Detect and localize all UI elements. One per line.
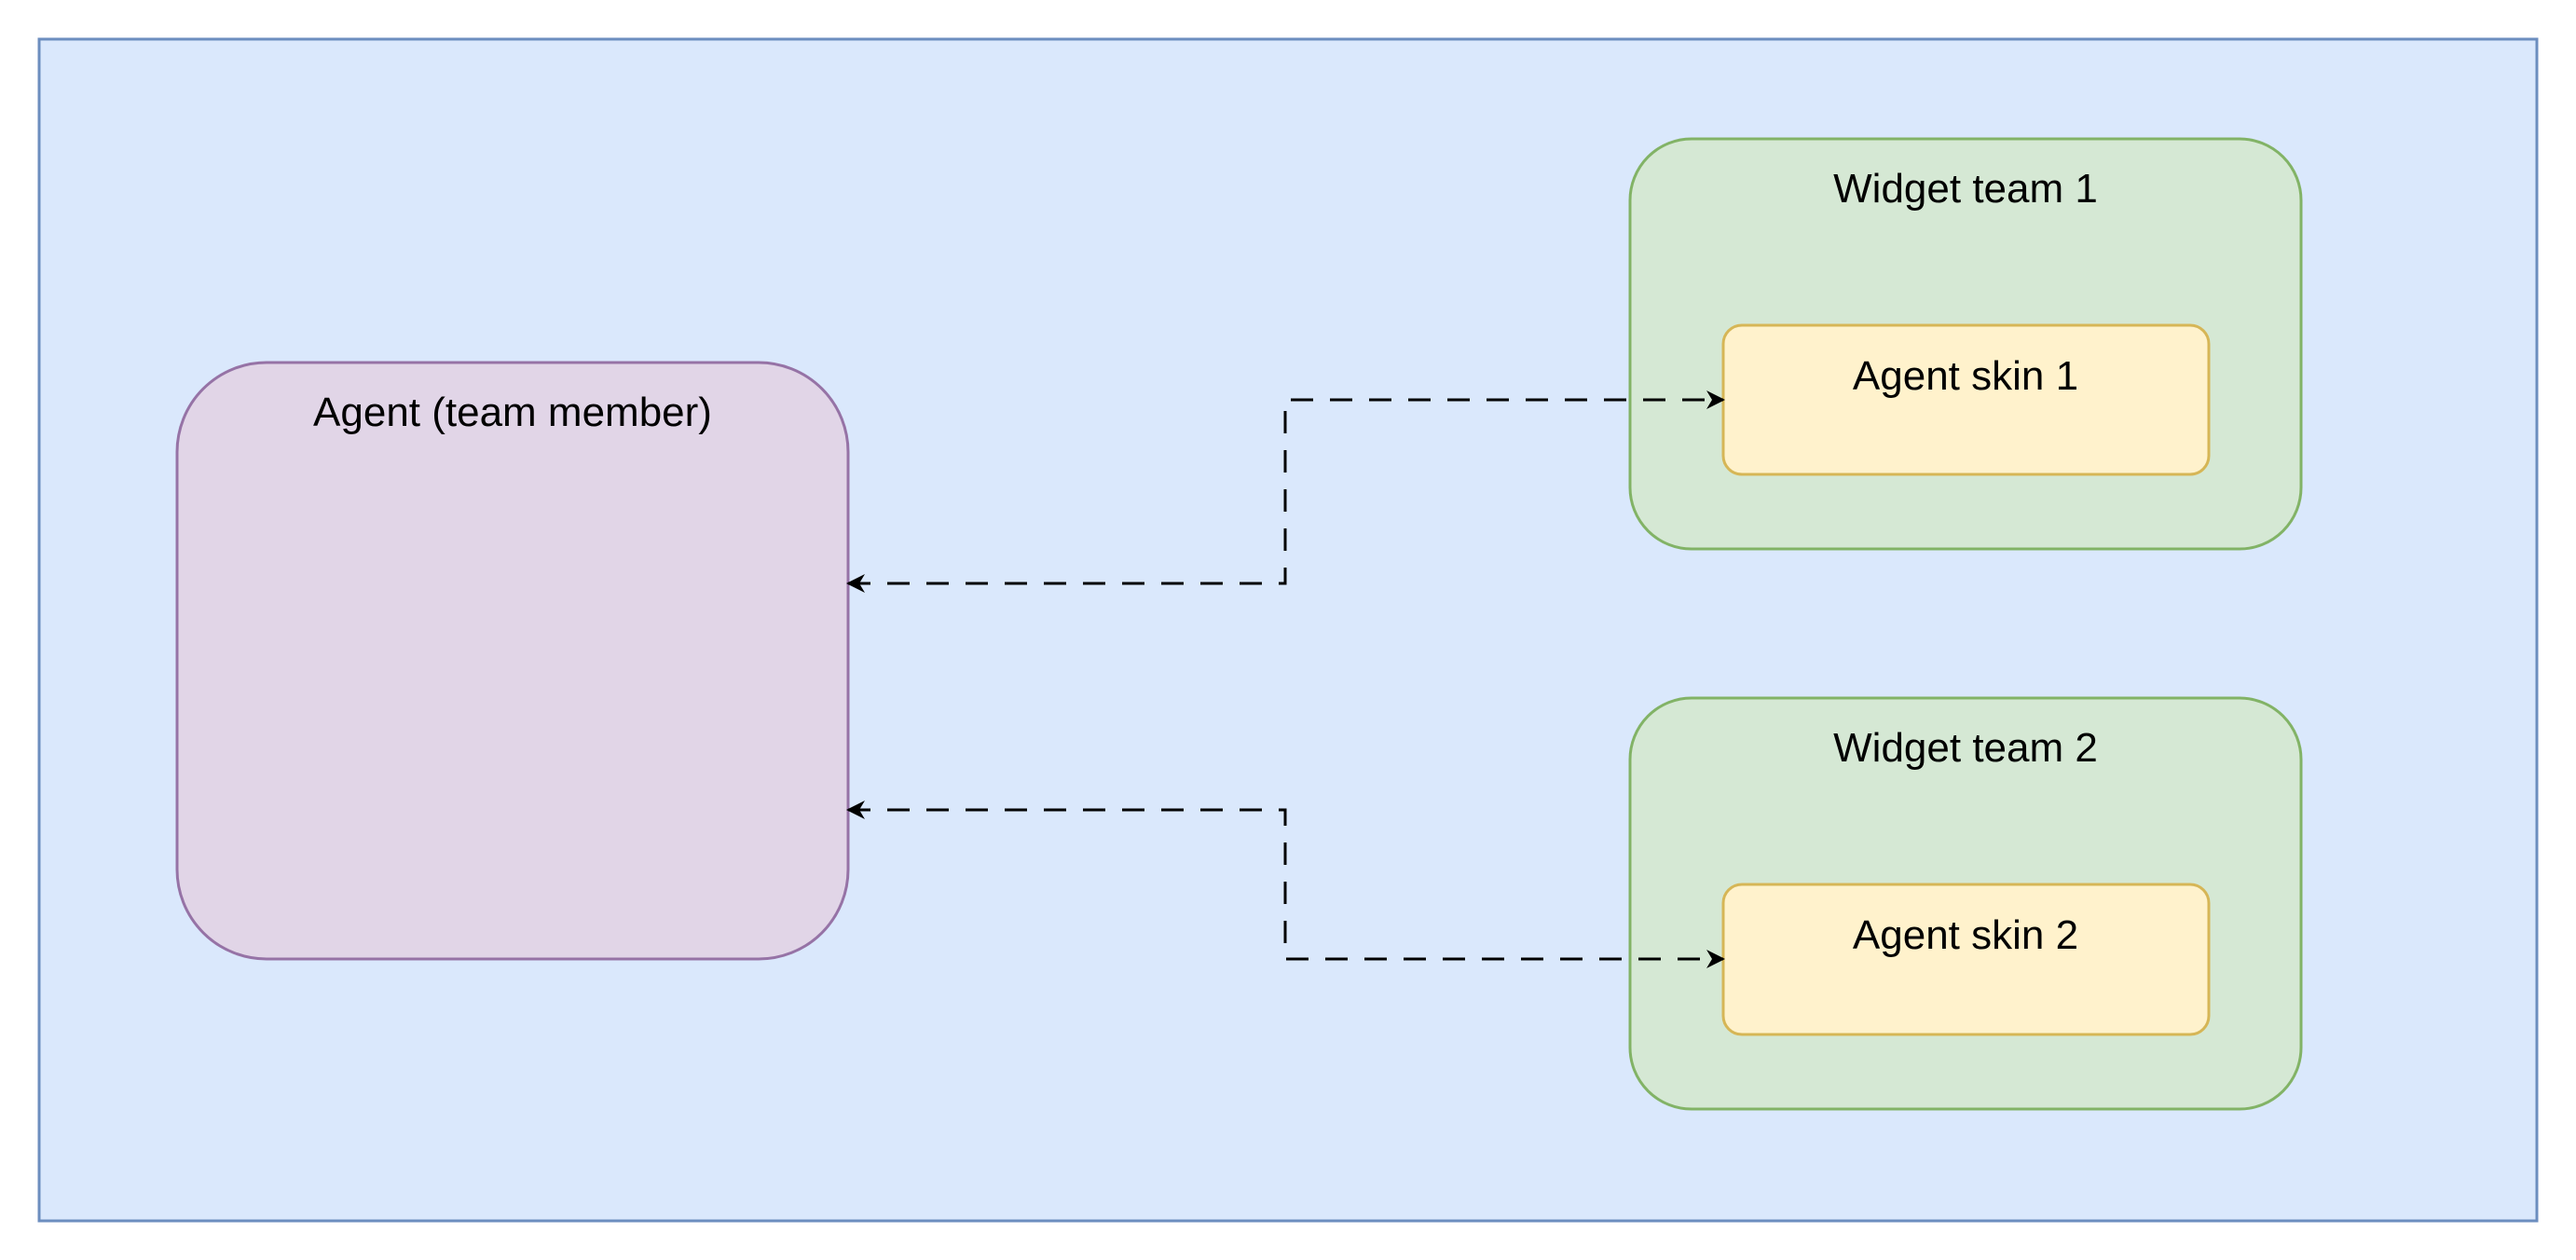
widget-team-1-label: Widget team 1 <box>1833 166 2098 212</box>
agent-skin-1-label: Agent skin 1 <box>1853 353 2078 399</box>
agent-box <box>175 361 850 961</box>
agent-label: Agent (team member) <box>313 390 712 435</box>
widget-team-2-label: Widget team 2 <box>1833 725 2098 771</box>
agent-node[interactable]: Agent (team member) <box>175 361 850 961</box>
edge-agent-to-skin-1[interactable] <box>846 390 1725 593</box>
agent-skin-2-label: Agent skin 2 <box>1853 912 2078 958</box>
agent-skin-1-box <box>1721 323 2211 476</box>
agent-skin-2-box <box>1721 883 2211 1036</box>
agent-skin-1-node[interactable]: Agent skin 1 <box>1721 323 2211 476</box>
agent-skin-2-node[interactable]: Agent skin 2 <box>1721 883 2211 1036</box>
edge-agent-to-skin-2[interactable] <box>846 801 1725 968</box>
